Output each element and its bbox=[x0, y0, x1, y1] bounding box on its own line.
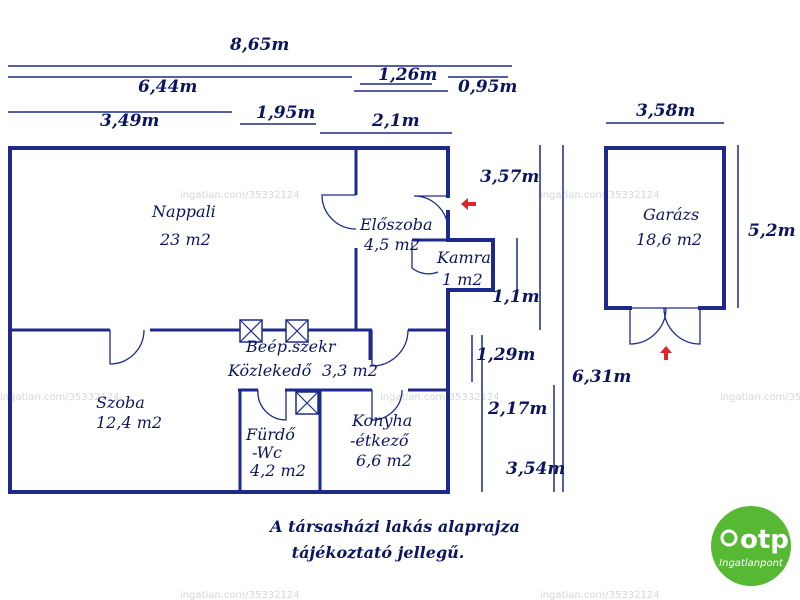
room-labels: Nappali 23 m2 Előszoba 4,5 m2 Kamra 1 m2… bbox=[96, 202, 702, 480]
vent-box bbox=[239, 319, 263, 343]
room-area-kozlekedo: 3,3 m2 bbox=[322, 361, 378, 380]
room-area-furdo: 4,2 m2 bbox=[249, 461, 306, 480]
dimension-label: 2,1m bbox=[371, 111, 420, 131]
room-name-furdo-wc: -Wc bbox=[252, 443, 282, 462]
outer-wall bbox=[604, 146, 726, 310]
vertical-dimensions bbox=[471, 145, 739, 492]
door-swing bbox=[629, 307, 667, 345]
watermarks: ingatlan.com/35332124 ingatlan.com/35332… bbox=[0, 190, 800, 600]
room-area-szoba: 12,4 m2 bbox=[96, 413, 162, 432]
room-name-furdo: Fürdő bbox=[245, 425, 296, 444]
room-area-konyha: 6,6 m2 bbox=[356, 451, 412, 470]
entrance-arrows bbox=[461, 198, 672, 360]
dimension-label: 3,57m bbox=[480, 167, 539, 187]
logo-badge bbox=[711, 506, 791, 586]
dimension-labels: 8,65m 6,44m 1,26m 0,95m 3,49m 1,95m 2,1m… bbox=[100, 35, 796, 479]
room-area-eloszoba: 4,5 m2 bbox=[363, 235, 420, 254]
door-swing bbox=[413, 195, 449, 231]
room-name-eloszoba: Előszoba bbox=[359, 215, 432, 234]
dimension-label: 3,49m bbox=[100, 111, 159, 131]
dimension-label: 2,17m bbox=[487, 399, 547, 419]
walls bbox=[8, 146, 495, 494]
dimension-label: 1,26m bbox=[378, 65, 437, 85]
watermark: ingatlan.com/35332124 bbox=[380, 392, 500, 403]
dimension-label: 8,65m bbox=[229, 35, 289, 55]
room-area-garazs: 18,6 m2 bbox=[636, 230, 702, 249]
outer-wall bbox=[8, 146, 450, 198]
disclaimer-line-2: tájékoztató jellegű. bbox=[292, 543, 465, 562]
dimension-label: 3,58m bbox=[636, 101, 695, 121]
vents bbox=[239, 319, 319, 415]
disclaimer-line-1: A társasházi lakás alaprajza bbox=[268, 517, 520, 536]
dimension-label: 1,29m bbox=[476, 345, 535, 365]
watermark: ingatlan.com/35332124 bbox=[180, 590, 300, 600]
logo-sub: Ingatlanpont bbox=[719, 558, 784, 569]
logo-mark-icon bbox=[720, 529, 738, 547]
door-swing bbox=[257, 389, 287, 421]
doors bbox=[109, 194, 701, 421]
door-swing bbox=[109, 329, 145, 365]
door-swing bbox=[411, 242, 439, 275]
room-name-garazs: Garázs bbox=[643, 205, 699, 224]
door-swing bbox=[663, 307, 701, 345]
entrance-arrow-icon bbox=[461, 198, 476, 210]
dimension-label: 1,1m bbox=[492, 287, 540, 307]
room-name-szoba: Szoba bbox=[96, 393, 145, 412]
watermark: ingatlan.com/35332124 bbox=[720, 392, 800, 403]
dimension-label: 1,95m bbox=[256, 103, 315, 123]
room-name-konyha: Konyha bbox=[351, 411, 412, 430]
watermark: ingatlan.com/35332124 bbox=[540, 590, 660, 600]
room-name-nappali: Nappali bbox=[151, 202, 216, 221]
dimension-label: 0,95m bbox=[458, 77, 517, 97]
door-swing bbox=[321, 194, 357, 230]
room-area-kamra: 1 m2 bbox=[442, 270, 483, 289]
vent-box bbox=[285, 319, 309, 343]
otp-logo: otp Ingatlanpont bbox=[711, 506, 791, 586]
watermark: ingatlan.com/35332124 bbox=[0, 392, 120, 403]
room-name-kamra: Kamra bbox=[436, 248, 491, 267]
logo-brand: otp bbox=[740, 525, 789, 555]
garage-walls bbox=[604, 146, 726, 310]
outer-wall bbox=[8, 146, 495, 494]
watermark: ingatlan.com/35332124 bbox=[180, 190, 300, 201]
watermark: ingatlan.com/35332124 bbox=[540, 190, 660, 201]
door-swing bbox=[371, 389, 403, 421]
dimension-label: 6,44m bbox=[138, 77, 197, 97]
entrance-arrow-icon bbox=[660, 346, 672, 360]
room-name-etkezo: -étkező bbox=[350, 431, 410, 450]
room-name-beep-szekr: Beép.szekr bbox=[245, 337, 337, 356]
dimension-label: 5,2m bbox=[748, 221, 796, 241]
vent-box bbox=[295, 391, 319, 415]
room-name-kozlekedo: Közlekedő bbox=[227, 361, 313, 380]
dimension-label: 6,31m bbox=[572, 367, 631, 387]
door-swing bbox=[371, 329, 409, 367]
room-area-nappali: 23 m2 bbox=[159, 230, 211, 249]
horizontal-dimensions bbox=[8, 65, 724, 134]
dimension-label: 3,54m bbox=[506, 459, 565, 479]
